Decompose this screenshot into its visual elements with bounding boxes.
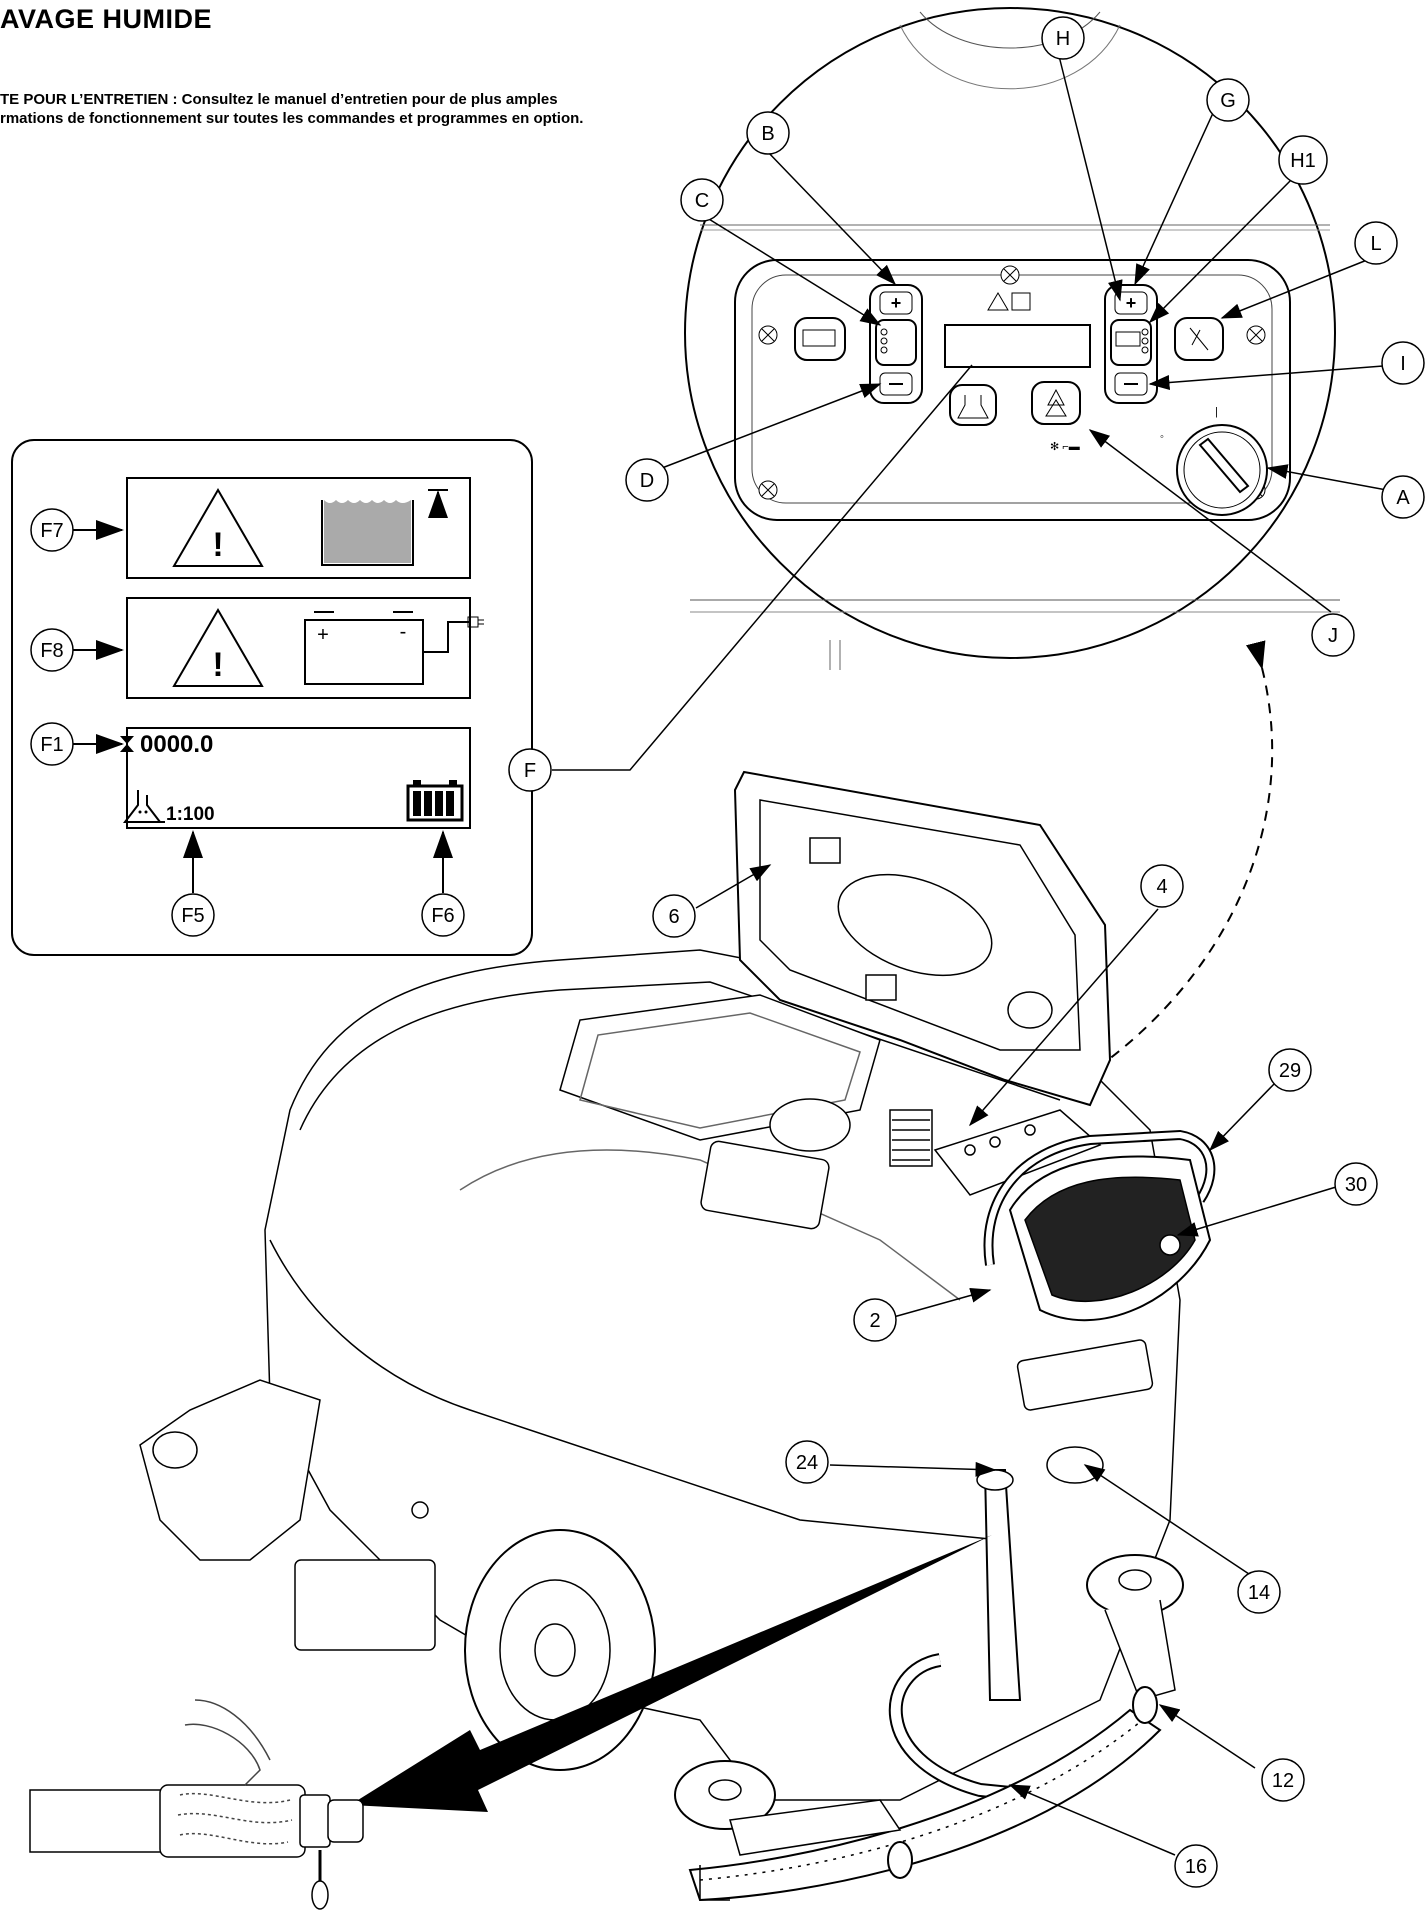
battery-charger-warning-screen — [126, 597, 471, 699]
plus-icon: + — [891, 293, 902, 313]
callout-F7: F7 — [30, 508, 74, 552]
svg-text:+: + — [317, 624, 329, 646]
callout-14: 14 — [1237, 1570, 1281, 1614]
battery-icon — [406, 780, 464, 822]
svg-text:12: 12 — [1272, 1770, 1294, 1792]
svg-text:A: A — [1396, 487, 1410, 509]
svg-text:F7: F7 — [40, 520, 63, 542]
svg-text:H1: H1 — [1290, 150, 1316, 172]
svg-text:F6: F6 — [431, 905, 454, 927]
tank-full-icon — [320, 489, 448, 566]
svg-text:L: L — [1370, 233, 1381, 255]
callout-L: L — [1354, 221, 1398, 265]
svg-text:C: C — [695, 190, 709, 212]
dilution-ratio-value: 1:100 — [166, 804, 215, 825]
battery-charger-icon: + - — [304, 611, 484, 685]
svg-text:I: I — [1400, 353, 1406, 375]
scrub-plus-button[interactable] — [1114, 291, 1148, 315]
svg-text:J: J — [1328, 625, 1338, 647]
maintenance-note: TE POUR L’ENTRETIEN : Consultez le manue… — [0, 90, 583, 128]
detergent-button[interactable] — [949, 384, 997, 426]
callout-4: 4 — [1140, 864, 1184, 908]
callout-F: F — [508, 748, 552, 792]
key-switch-icon[interactable] — [1176, 424, 1268, 516]
callout-F8: F8 — [30, 628, 74, 672]
warning-icon: ! — [172, 608, 264, 687]
svg-text:2: 2 — [869, 1310, 880, 1332]
svg-text:!: ! — [212, 526, 223, 564]
detergent-icon — [122, 790, 165, 823]
plus-icon: + — [1126, 293, 1137, 313]
tank-full-warning-screen — [126, 477, 471, 579]
note-line-2: rmations de fonctionnement sur toutes le… — [0, 110, 584, 127]
lcd-window — [944, 324, 1091, 368]
program-legend: ✻ ⌐▬ — [1050, 441, 1080, 453]
solution-button[interactable] — [875, 319, 917, 366]
callout-A: A — [1381, 475, 1425, 519]
scrub-pressure-button[interactable] — [1110, 319, 1152, 366]
solution-plus-button[interactable] — [879, 291, 913, 315]
callout-F5: F5 — [171, 893, 215, 937]
callout-2: 2 — [853, 1298, 897, 1342]
warning-icon: ! — [172, 488, 264, 567]
svg-text:D: D — [640, 470, 654, 492]
callout-D: D — [625, 458, 669, 502]
svg-text:14: 14 — [1248, 1582, 1270, 1604]
screw-icon — [758, 265, 1266, 500]
callout-C: C — [680, 178, 724, 222]
callout-I: I — [1381, 341, 1425, 385]
svg-text:|: | — [1215, 406, 1218, 418]
callout-30: 30 — [1334, 1162, 1378, 1206]
hour-meter-value: 0000.0 — [140, 731, 213, 758]
svg-text:-: - — [400, 621, 407, 643]
program-button[interactable] — [1031, 381, 1081, 425]
drain-hose-detail — [29, 1699, 364, 1910]
svg-text:29: 29 — [1279, 1060, 1301, 1082]
svg-text:◦: ◦ — [1160, 431, 1164, 443]
callout-29: 29 — [1268, 1048, 1312, 1092]
svg-text:F5: F5 — [181, 905, 204, 927]
svg-text:H: H — [1056, 28, 1070, 50]
svg-text:24: 24 — [796, 1452, 818, 1474]
svg-text:16: 16 — [1185, 1856, 1207, 1878]
note-line-1: TE POUR L’ENTRETIEN : Consultez le manue… — [0, 91, 558, 108]
callout-12: 12 — [1261, 1758, 1305, 1802]
callout-H: H — [1041, 16, 1085, 60]
control-panel-magnifier: + ✻ ⌐▬ + — [684, 7, 1340, 670]
callout-16: 16 — [1174, 1844, 1218, 1888]
callout-24: 24 — [785, 1440, 829, 1484]
detail-arrow — [350, 1535, 992, 1812]
page-title: AVAGE HUMIDE — [0, 4, 213, 34]
svg-text:4: 4 — [1156, 876, 1167, 898]
callout-H1: H1 — [1278, 135, 1328, 185]
callout-F1: F1 — [30, 722, 74, 766]
callout-labels: H G B H1 C L I D A J F F7 F8 F1 F5 F6 6 … — [30, 16, 1425, 1888]
callout-6: 6 — [652, 894, 696, 938]
callout-F6: F6 — [421, 893, 465, 937]
svg-text:6: 6 — [668, 906, 679, 928]
svg-text:F8: F8 — [40, 640, 63, 662]
callout-B: B — [746, 111, 790, 155]
callout-J: J — [1311, 613, 1355, 657]
display-inset-panel: ! ! + - — [11, 439, 533, 956]
brush-button[interactable] — [794, 317, 846, 361]
svg-text:B: B — [761, 123, 774, 145]
svg-text:F: F — [524, 760, 536, 782]
leader-lines — [552, 51, 1397, 1856]
svg-text:!: ! — [212, 646, 223, 684]
svg-text:30: 30 — [1345, 1174, 1367, 1196]
svg-text:G: G — [1220, 90, 1236, 112]
scrubber-machine-drawing — [139, 770, 1216, 1902]
svg-text:F1: F1 — [40, 734, 63, 756]
callout-G: G — [1206, 78, 1250, 122]
